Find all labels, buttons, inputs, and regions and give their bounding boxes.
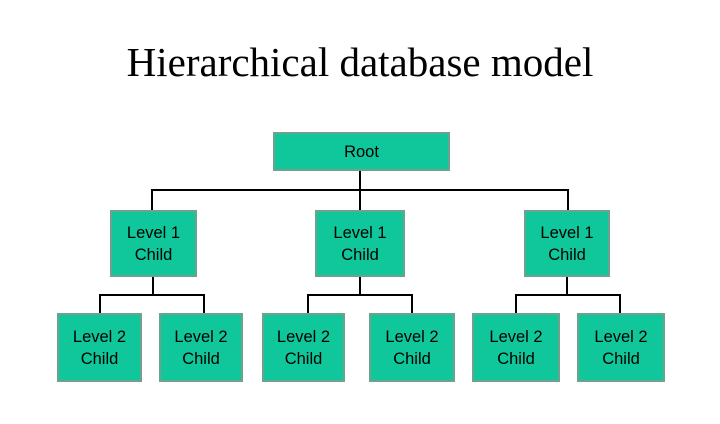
connector-l1b-drop-2 xyxy=(411,294,413,313)
node-level1-child-3: Level 1 Child xyxy=(524,210,610,277)
connector-root-drop-1 xyxy=(151,189,153,210)
connector-l1c-drop-2 xyxy=(619,294,621,313)
diagram-title: Hierarchical database model xyxy=(126,39,594,85)
node-level1-child-2: Level 1 Child xyxy=(315,210,405,277)
connector-l1b-bus xyxy=(307,294,413,296)
connector-l1a-bus xyxy=(99,294,205,296)
node-level2-child-6: Level 2 Child xyxy=(577,313,665,382)
connector-l1b-drop-1 xyxy=(307,294,309,313)
node-level1-child-1: Level 1 Child xyxy=(110,210,197,277)
connector-l1b-stem xyxy=(359,277,361,296)
connector-root-stem xyxy=(359,171,361,191)
connector-root-drop-3 xyxy=(567,189,569,210)
node-level2-child-4: Level 2 Child xyxy=(369,313,455,382)
node-root: Root xyxy=(273,132,450,171)
node-level2-child-5: Level 2 Child xyxy=(472,313,560,382)
node-level2-child-2: Level 2 Child xyxy=(159,313,243,382)
node-level2-child-1: Level 2 Child xyxy=(57,313,142,382)
connector-l1a-stem xyxy=(152,277,154,296)
connector-l1a-drop-2 xyxy=(203,294,205,313)
connector-root-drop-2 xyxy=(359,189,361,210)
connector-l1c-bus xyxy=(515,294,621,296)
connector-l1c-stem xyxy=(566,277,568,296)
node-level2-child-3: Level 2 Child xyxy=(262,313,345,382)
connector-l1a-drop-1 xyxy=(99,294,101,313)
connector-l1c-drop-1 xyxy=(515,294,517,313)
